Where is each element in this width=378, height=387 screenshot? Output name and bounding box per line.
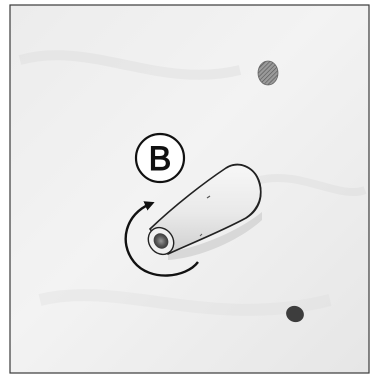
callout-letter: B: [149, 140, 172, 178]
hatched-hole-icon: [258, 61, 278, 85]
callout-b: B: [136, 134, 184, 182]
